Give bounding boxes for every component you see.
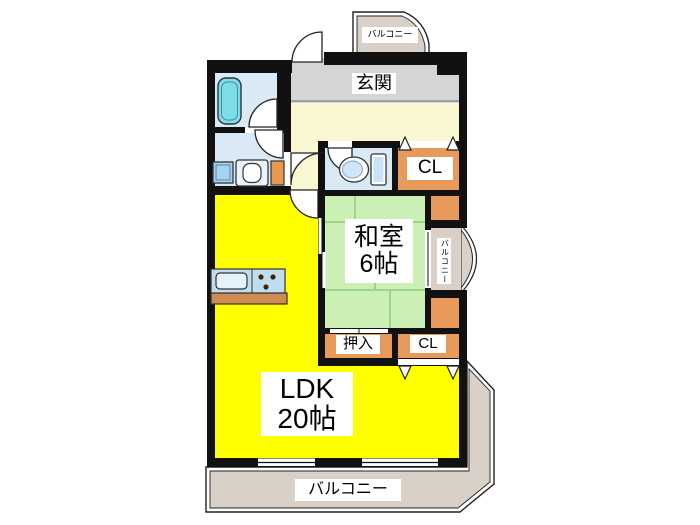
closet-upper-label: CL [407, 157, 453, 180]
water-heater-icon [270, 160, 285, 186]
entrance-door-arc [291, 31, 323, 63]
bathtub-icon [217, 77, 242, 125]
balcony-bottom-label: バルコニー [295, 479, 401, 501]
ldk-size: 20帖 [277, 403, 337, 434]
bifold-markers [398, 135, 460, 381]
washbasin-icon [235, 159, 269, 187]
genkan-label: 玄関 [352, 73, 396, 94]
ldk-door-arc [289, 189, 319, 219]
kitchen-counter-icon [210, 268, 288, 305]
toilet-icon [338, 153, 387, 186]
ldk-label: LDK 20帖 [261, 372, 353, 436]
right-strip-upper [431, 196, 459, 222]
hallway-floor [291, 103, 459, 148]
right-strip-lower [431, 296, 459, 328]
ldk-name: LDK [279, 372, 335, 404]
balcony-top-label: バルコニー [362, 27, 418, 43]
washing-machine-icon [212, 161, 234, 184]
bathroom-door-arc [248, 98, 278, 128]
washitsu-size: 6帖 [359, 250, 399, 278]
oshiire-label: 押入 [336, 335, 380, 354]
washitsu-label: 和室 6帖 [345, 219, 413, 283]
washroom-hall-door-arc [290, 152, 324, 186]
washitsu-name: 和室 [353, 223, 404, 251]
balcony-right-label: バルコニー [437, 238, 451, 284]
closet-lower-label: CL [410, 335, 446, 353]
washroom-inner-door-arc [254, 129, 284, 159]
